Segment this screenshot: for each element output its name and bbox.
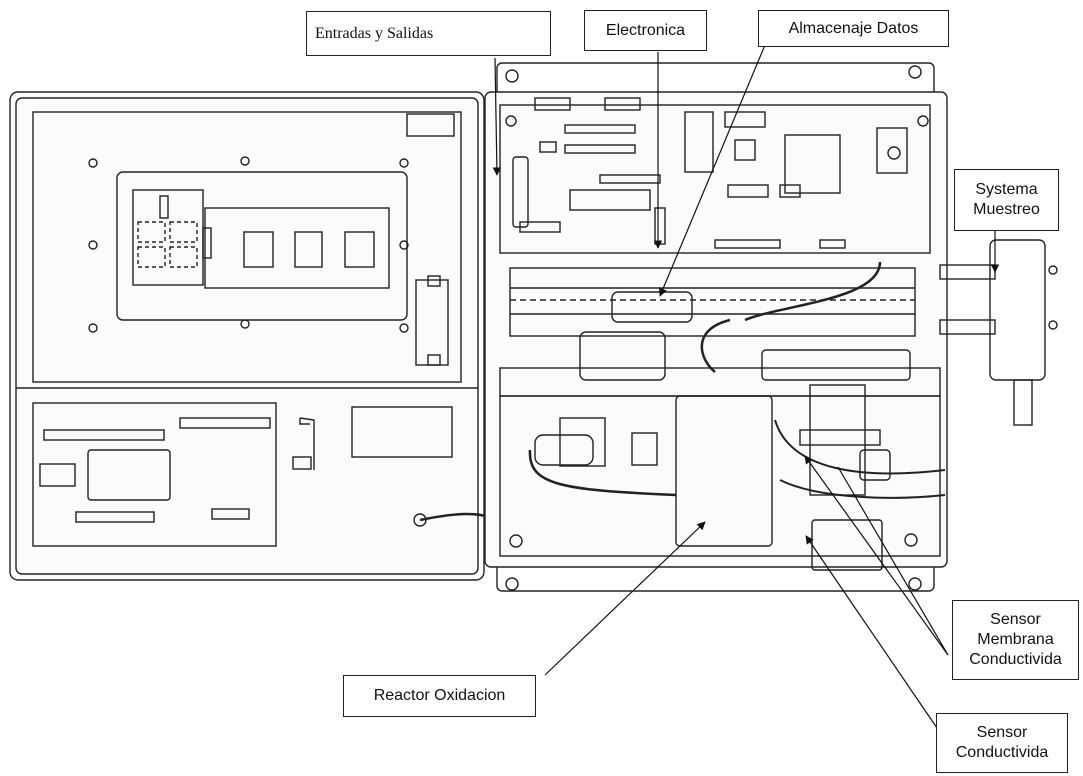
label-sensor-conductivida: Sensor Conductivida [936,713,1068,773]
leader-membrane-a [804,455,949,656]
label-systema-muestreo: Systema Muestreo [954,169,1059,231]
label-almacenaje-datos: Almacenaje Datos [758,10,949,47]
leader-reactor [544,521,706,676]
leader-io [492,57,502,176]
leader-conductivity [805,535,938,729]
enclosure-body [484,62,1058,592]
label-entradas-salidas: Entradas y Salidas [306,11,551,56]
label-electronica: Electronica [584,10,707,51]
enclosure-door [9,91,517,581]
leader-data-storage [659,44,766,297]
label-reactor-oxidacion: Reactor Oxidacion [343,675,536,717]
label-sensor-membrana: Sensor Membrana Conductivida [952,600,1079,680]
leader-membrane-b [837,466,949,656]
leader-lines [492,44,1000,729]
